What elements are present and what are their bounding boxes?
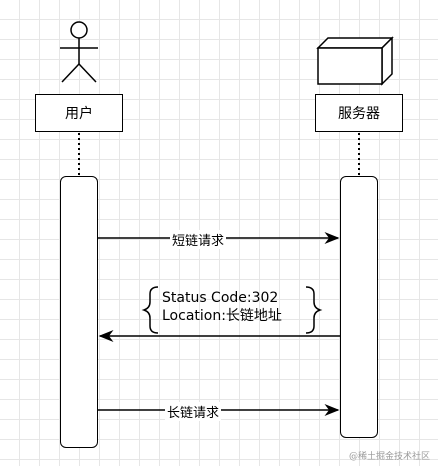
server-node-icon (316, 36, 394, 86)
user-participant-label: 用户 (65, 106, 93, 122)
server-activation-bar (340, 176, 378, 438)
message-3-label: 长链请求 (165, 402, 222, 421)
right-brace (305, 286, 323, 334)
message-2-line-2: Location:长链地址 (162, 308, 282, 324)
left-brace (141, 286, 159, 334)
message-2-label: Status Code:302 Location:长链地址 (162, 289, 282, 325)
user-actor-icon (60, 21, 98, 83)
message-1-label: 短链请求 (170, 230, 227, 249)
server-participant-label: 服务器 (338, 106, 380, 122)
user-activation-bar (60, 176, 98, 448)
server-participant-box: 服务器 (315, 94, 403, 132)
user-participant-box: 用户 (35, 94, 123, 132)
watermark-text: @稀土掘金技术社区 (348, 452, 430, 462)
message-2-line-1: Status Code:302 (162, 290, 279, 306)
